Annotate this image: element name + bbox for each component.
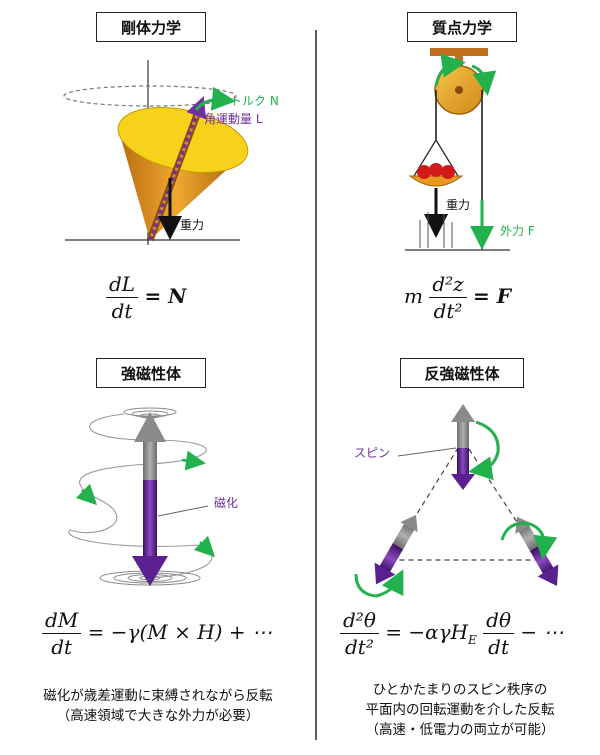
- external-force-label: 外力 F: [500, 224, 535, 238]
- title-ferromagnet: 強磁性体: [96, 358, 206, 388]
- caption-left-line-2: （高速領域で大きな外力が必要）: [56, 708, 260, 724]
- eq-rigid-rhs: = N: [144, 284, 187, 308]
- pulley-illustration: [405, 48, 510, 251]
- eq-point-numerator: d²z: [429, 272, 467, 298]
- eq-ferro-denominator: dt: [51, 635, 73, 659]
- title-rigid-body: 剛体力学: [96, 12, 206, 42]
- gravity-label-rigid: 重力: [180, 218, 205, 232]
- caption-left-line-1: 磁化が歳差運動に束縛されながら反転: [43, 688, 273, 704]
- caption-right: ひとかたまりのスピン秩序の 平面内の回転運動を介した反転 （高速・低電力の両立が…: [326, 680, 594, 740]
- caption-right-line-1: ひとかたまりのスピン秩序の: [372, 682, 548, 698]
- eq-rigid-denominator: dt: [111, 299, 133, 323]
- eq-ferro-numerator: dM: [42, 608, 82, 634]
- antiferromagnet-spin-triangle: [354, 404, 559, 598]
- eq-afm-denominator: dt²: [345, 635, 374, 659]
- eq-point-coef: m: [404, 284, 423, 308]
- caption-left: 磁化が歳差運動に束縛されながら反転 （高速領域で大きな外力が必要）: [10, 686, 306, 726]
- caption-right-line-2: 平面内の回転運動を介した反転: [365, 702, 555, 718]
- magnetization-label: 磁化: [214, 496, 239, 510]
- title-point-mass: 質点力学: [407, 12, 517, 42]
- eq-rigid-numerator: dL: [106, 272, 139, 298]
- angular-momentum-label: 角運動量 L: [204, 112, 263, 126]
- gravity-label-point: 重力: [446, 198, 471, 212]
- eq-afm-subscript: E: [468, 633, 477, 647]
- eq-point-rhs: = F: [473, 284, 511, 308]
- eq-afm-rhs2: − ⋯: [520, 620, 564, 644]
- eq-afm-numerator: d²θ: [340, 608, 379, 634]
- magnetization-precession-illustration: [68, 407, 216, 586]
- eq-point-denominator: dt²: [433, 299, 463, 323]
- spinning-top-illustration: [63, 60, 249, 245]
- eq-ferro-rhs: = −γ(M × H) + ⋯: [87, 620, 272, 644]
- caption-right-line-3: （高速・低電力の両立が可能）: [365, 722, 555, 738]
- title-antiferromagnet: 反強磁性体: [400, 358, 524, 388]
- spin-label: スピン: [354, 446, 391, 460]
- eq-afm-numerator2: dθ: [483, 608, 514, 634]
- torque-label: トルク N: [230, 94, 279, 108]
- eq-afm-rhs1: = −αγH: [385, 620, 469, 644]
- eq-afm-denominator2: dt: [488, 635, 509, 659]
